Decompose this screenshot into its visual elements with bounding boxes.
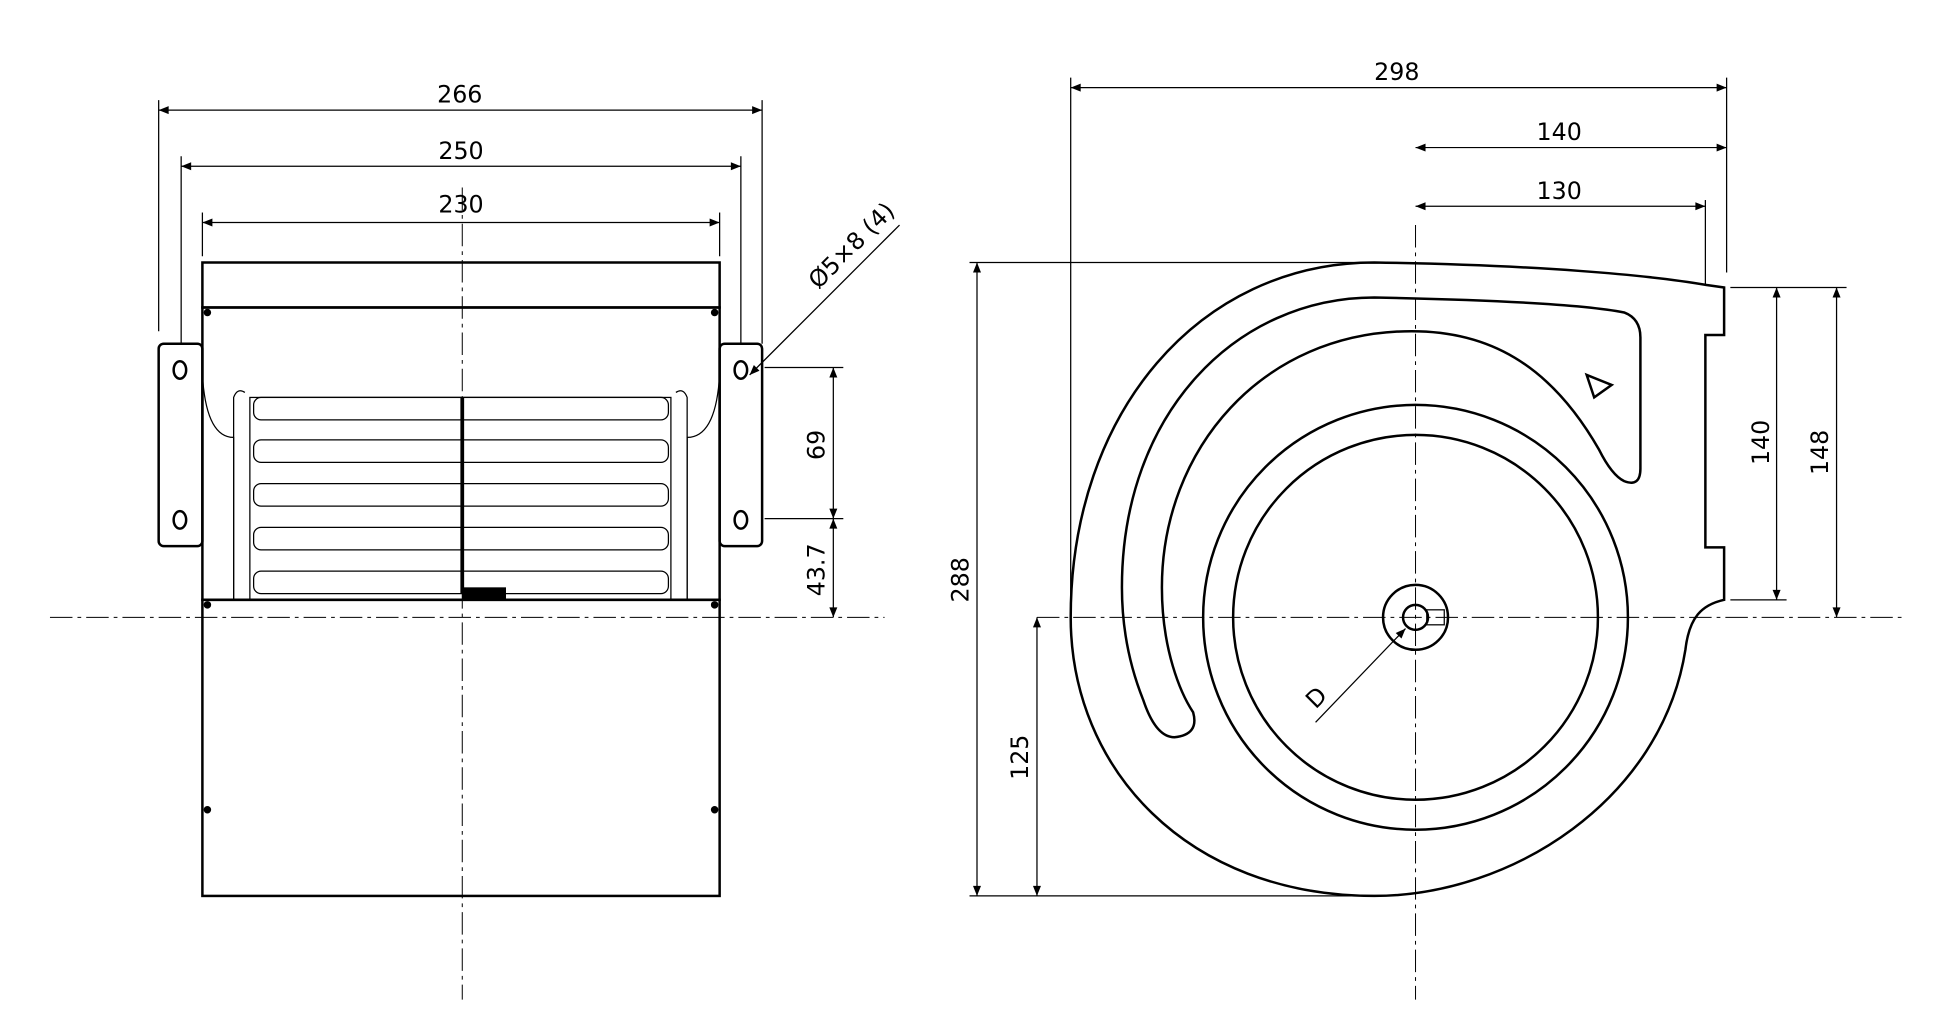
dim-125: 125 xyxy=(1006,735,1034,780)
front-view: 266 250 230 Ø5×8 (4) 69 43.7 xyxy=(49,81,900,1000)
rotation-arrow-icon xyxy=(1584,372,1615,400)
dim-69: 69 xyxy=(803,430,831,460)
dim-250: 250 xyxy=(438,137,483,165)
dim-140-top: 140 xyxy=(1537,118,1582,146)
dim-266: 266 xyxy=(437,81,482,109)
scroll-housing xyxy=(1069,261,1726,898)
impeller-blades xyxy=(201,374,721,601)
dim-140-outlet: 140 xyxy=(1747,420,1775,465)
scroll-channel xyxy=(1120,296,1642,739)
right-flange xyxy=(718,342,764,548)
dim-130: 130 xyxy=(1537,177,1582,205)
dim-230: 230 xyxy=(438,191,483,219)
dim-43-7: 43.7 xyxy=(803,543,831,596)
housing-top-band xyxy=(201,261,721,309)
mounting-hole-icons xyxy=(172,359,749,530)
diameter-leader xyxy=(1315,628,1406,723)
dim-hole-callout: Ø5×8 (4) xyxy=(803,197,900,294)
left-flange xyxy=(157,342,204,548)
dim-298: 298 xyxy=(1374,58,1419,86)
front-dimension-lines xyxy=(158,100,900,618)
dim-288: 288 xyxy=(946,557,974,602)
motor-housing xyxy=(201,598,721,898)
side-view: D 298 140 130 288 125 140 148 xyxy=(946,58,1906,1000)
corner-rivets xyxy=(203,308,719,814)
dim-148: 148 xyxy=(1806,430,1834,475)
side-dimension-lines xyxy=(969,77,1847,897)
